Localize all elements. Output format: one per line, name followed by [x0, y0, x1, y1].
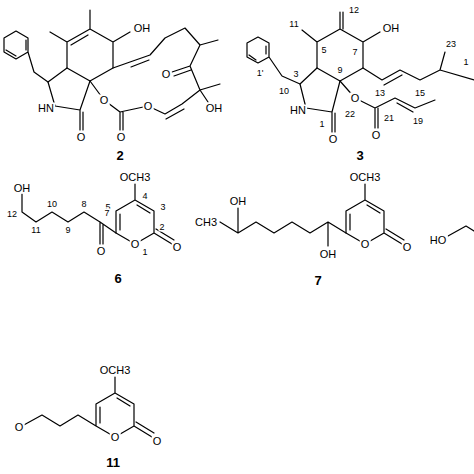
- compound-number: 11: [105, 456, 121, 469]
- atom-label: O: [143, 101, 154, 112]
- locant-number: 21: [383, 114, 395, 123]
- atom-label: O: [371, 130, 382, 141]
- locant-number: 12: [348, 6, 360, 15]
- locant-number: 1: [318, 120, 325, 129]
- atom-label: OH: [133, 23, 152, 34]
- bond: [22, 194, 116, 244]
- bond: [247, 37, 300, 84]
- atom-label: CH3: [194, 217, 218, 228]
- locant-number: 9: [336, 66, 343, 75]
- atom-label: OH: [13, 183, 32, 194]
- locant-number: 8: [80, 200, 87, 209]
- locant-number: 19: [412, 117, 424, 126]
- locant-number: 11: [288, 20, 299, 29]
- bond: [340, 81, 435, 128]
- atom-label: OH: [382, 23, 401, 34]
- bond: [4, 31, 48, 82]
- locant-number: 3: [159, 203, 166, 212]
- atom-label: OH: [205, 103, 224, 114]
- bond: [48, 68, 90, 130]
- atom-label: O: [360, 239, 371, 250]
- atom-label: O: [152, 436, 163, 447]
- locant-number: 10: [278, 87, 290, 96]
- locant-number: 4: [141, 192, 148, 201]
- bond: [220, 208, 346, 246]
- atom-label: O: [172, 242, 183, 253]
- atom-label: HN: [289, 105, 307, 116]
- locant-number: 13: [374, 89, 386, 98]
- compound-number: 6: [113, 272, 122, 285]
- atom-label: OH: [319, 249, 338, 260]
- locant-number: 7: [351, 48, 358, 57]
- locant-number: 23: [445, 40, 457, 49]
- bond: [116, 184, 174, 244]
- atom-label: O: [96, 246, 107, 257]
- locant-number: 11: [30, 226, 41, 235]
- locant-number: 1: [141, 248, 148, 257]
- atom-label: O: [350, 93, 361, 104]
- bond: [22, 377, 154, 437]
- locant-number: 10: [46, 200, 58, 209]
- locant-number: 15: [414, 89, 426, 98]
- atom-label: HO: [429, 235, 448, 246]
- locant-number: 5: [320, 46, 327, 55]
- locant-number: 1: [462, 58, 469, 67]
- atom-label: OCH3: [119, 172, 152, 183]
- bond: [448, 226, 474, 236]
- locant-number: 12: [6, 210, 18, 219]
- atom-label: O: [76, 132, 87, 143]
- atom-label: O: [328, 134, 339, 145]
- locant-number: 1': [256, 69, 265, 78]
- locant-number: 22: [344, 110, 356, 119]
- locant-number: 2: [158, 223, 165, 232]
- bond: [363, 52, 474, 85]
- atom-label: OH: [229, 196, 248, 207]
- bond: [90, 28, 220, 130]
- compound-number: 2: [115, 149, 124, 162]
- bond: [50, 10, 130, 81]
- atom-label: O: [161, 69, 172, 80]
- compound-number: 3: [355, 149, 364, 162]
- atom-label: O: [110, 432, 121, 443]
- atom-label: OCH3: [349, 172, 382, 183]
- locant-number: 9: [64, 226, 71, 235]
- bond: [346, 184, 404, 244]
- locant-number: 3: [292, 70, 299, 79]
- compound-number: 7: [313, 274, 322, 287]
- bond: [300, 68, 340, 132]
- locant-number: 7: [103, 209, 110, 218]
- atom-label: O: [99, 95, 110, 106]
- atom-label: O: [402, 242, 413, 253]
- atom-label: O: [14, 422, 25, 433]
- atom-label: O: [116, 132, 127, 143]
- atom-label: HN: [37, 103, 55, 114]
- atom-label: OCH3: [99, 365, 132, 376]
- atom-label: O: [130, 239, 141, 250]
